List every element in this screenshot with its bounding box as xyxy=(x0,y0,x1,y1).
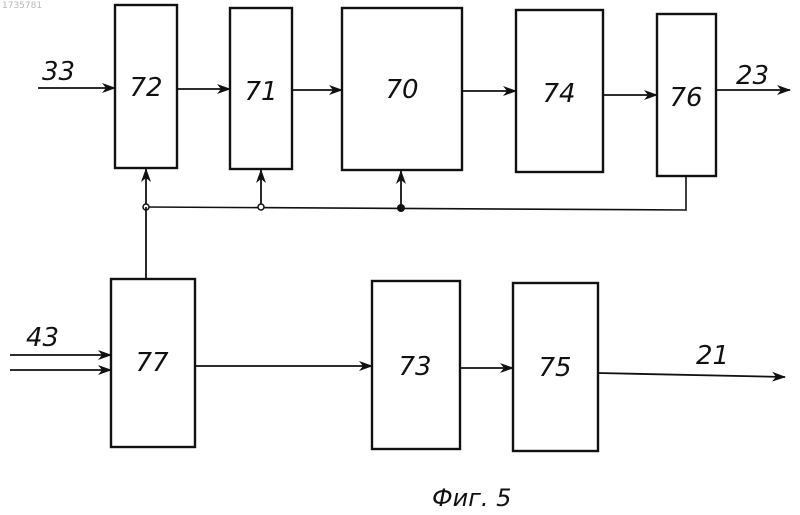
junction-71 xyxy=(258,204,264,210)
block-70: 70 xyxy=(342,8,462,170)
signal-43-label: 43 xyxy=(26,323,59,353)
block-73: 73 xyxy=(372,281,460,449)
junction-70 xyxy=(397,204,405,212)
block-77: 77 xyxy=(111,279,195,447)
signal-23-label: 23 xyxy=(736,61,769,91)
block-71-label: 71 xyxy=(244,77,277,107)
block-74: 74 xyxy=(516,10,603,172)
block-76: 76 xyxy=(657,14,716,176)
block-76-label: 76 xyxy=(669,83,702,113)
block-75-label: 75 xyxy=(538,353,571,383)
block-73-label: 73 xyxy=(398,352,431,382)
signal-33-label: 33 xyxy=(42,57,75,87)
block-74-label: 74 xyxy=(542,79,575,109)
output-21-wire xyxy=(598,373,785,377)
block-70-label: 70 xyxy=(385,75,418,105)
block-71: 71 xyxy=(230,8,292,169)
block-75: 75 xyxy=(513,283,598,451)
document-stamp: 1735781 xyxy=(2,1,42,11)
block-72-label: 72 xyxy=(129,73,162,103)
feedback-bus xyxy=(144,176,686,210)
block-77-label: 77 xyxy=(135,348,169,378)
figure-caption: Фиг. 5 xyxy=(432,484,511,512)
block-72: 72 xyxy=(115,5,177,168)
signal-21-label: 21 xyxy=(696,341,729,371)
